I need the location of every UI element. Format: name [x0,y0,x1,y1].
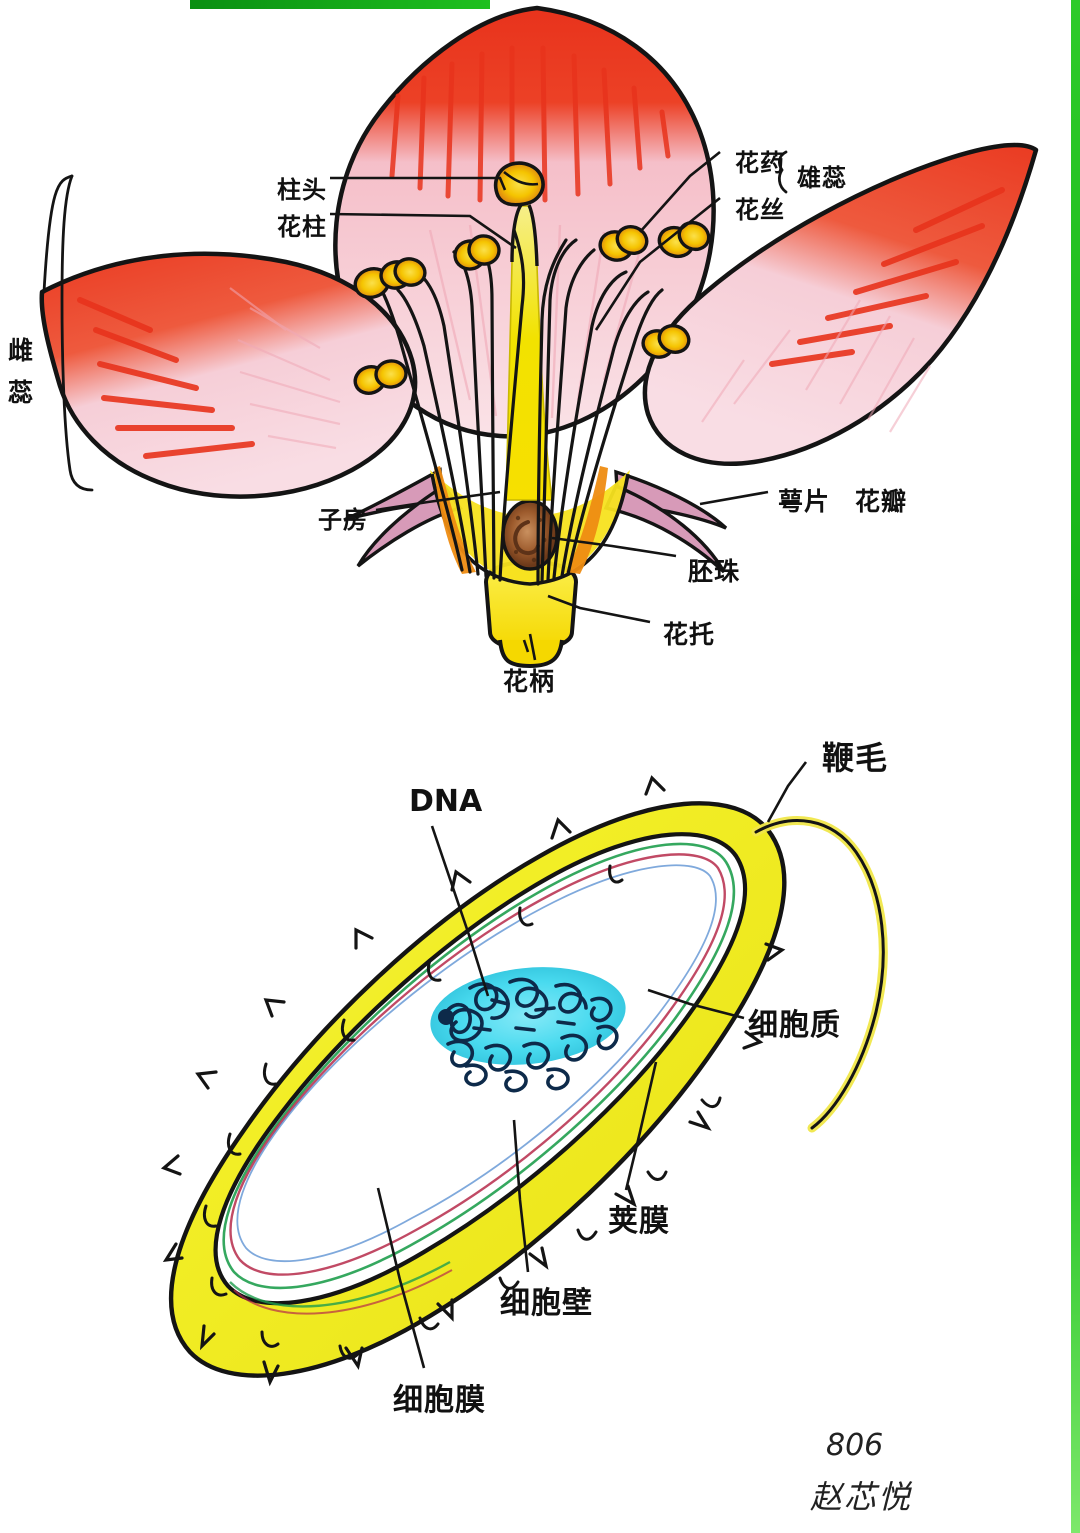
signature-class-number: 806 [826,1428,884,1463]
right-green-border [1071,0,1080,1533]
label-stigma: 柱头 [277,176,327,204]
cell-wall-membrane-layers [213,832,748,1306]
label-pistil: 雌蕊 [8,336,35,407]
top-green-border [190,0,490,9]
signature-name: 赵芯悦 [810,1478,913,1516]
label-filament: 花丝 [735,196,785,224]
stamen-filaments [376,228,664,586]
label-sepal: 萼片 [778,487,831,516]
label-pedicel: 花柄 [503,667,556,696]
label-anther: 花药 [735,149,785,177]
pistil-bracket [42,174,94,492]
petal-left [39,251,418,499]
pedicel [498,639,564,669]
flagellum [751,816,888,1133]
flower-leader-lines [329,150,769,661]
label-ovule: 胚珠 [688,557,741,586]
label-cytoplasm: 细胞质 [748,1008,841,1043]
cell-leader-lines [376,761,808,1369]
label-capsule: 荚膜 [608,1204,670,1239]
label-flagellum: 鞭毛 [822,739,889,777]
label-dna: DNA [409,784,483,819]
label-cell-wall: 细胞壁 [500,1286,593,1321]
petal-right [642,142,1039,466]
stamen-bracket [777,150,788,194]
stigma [493,161,545,207]
label-ovary: 子房 [318,506,368,534]
label-stamen: 雄蕊 [797,164,847,192]
label-style: 花柱 [277,213,327,241]
label-receptacle: 花托 [663,620,716,649]
capsule-inner-marks [202,864,722,1360]
inner-edge-accent [229,1260,453,1315]
dna-nucleoid [430,967,626,1093]
label-cell-membrane: 细胞膜 [393,1383,486,1418]
capsule-spikes [160,775,786,1387]
sepals [343,467,728,574]
label-petal: 花瓣 [855,487,908,516]
